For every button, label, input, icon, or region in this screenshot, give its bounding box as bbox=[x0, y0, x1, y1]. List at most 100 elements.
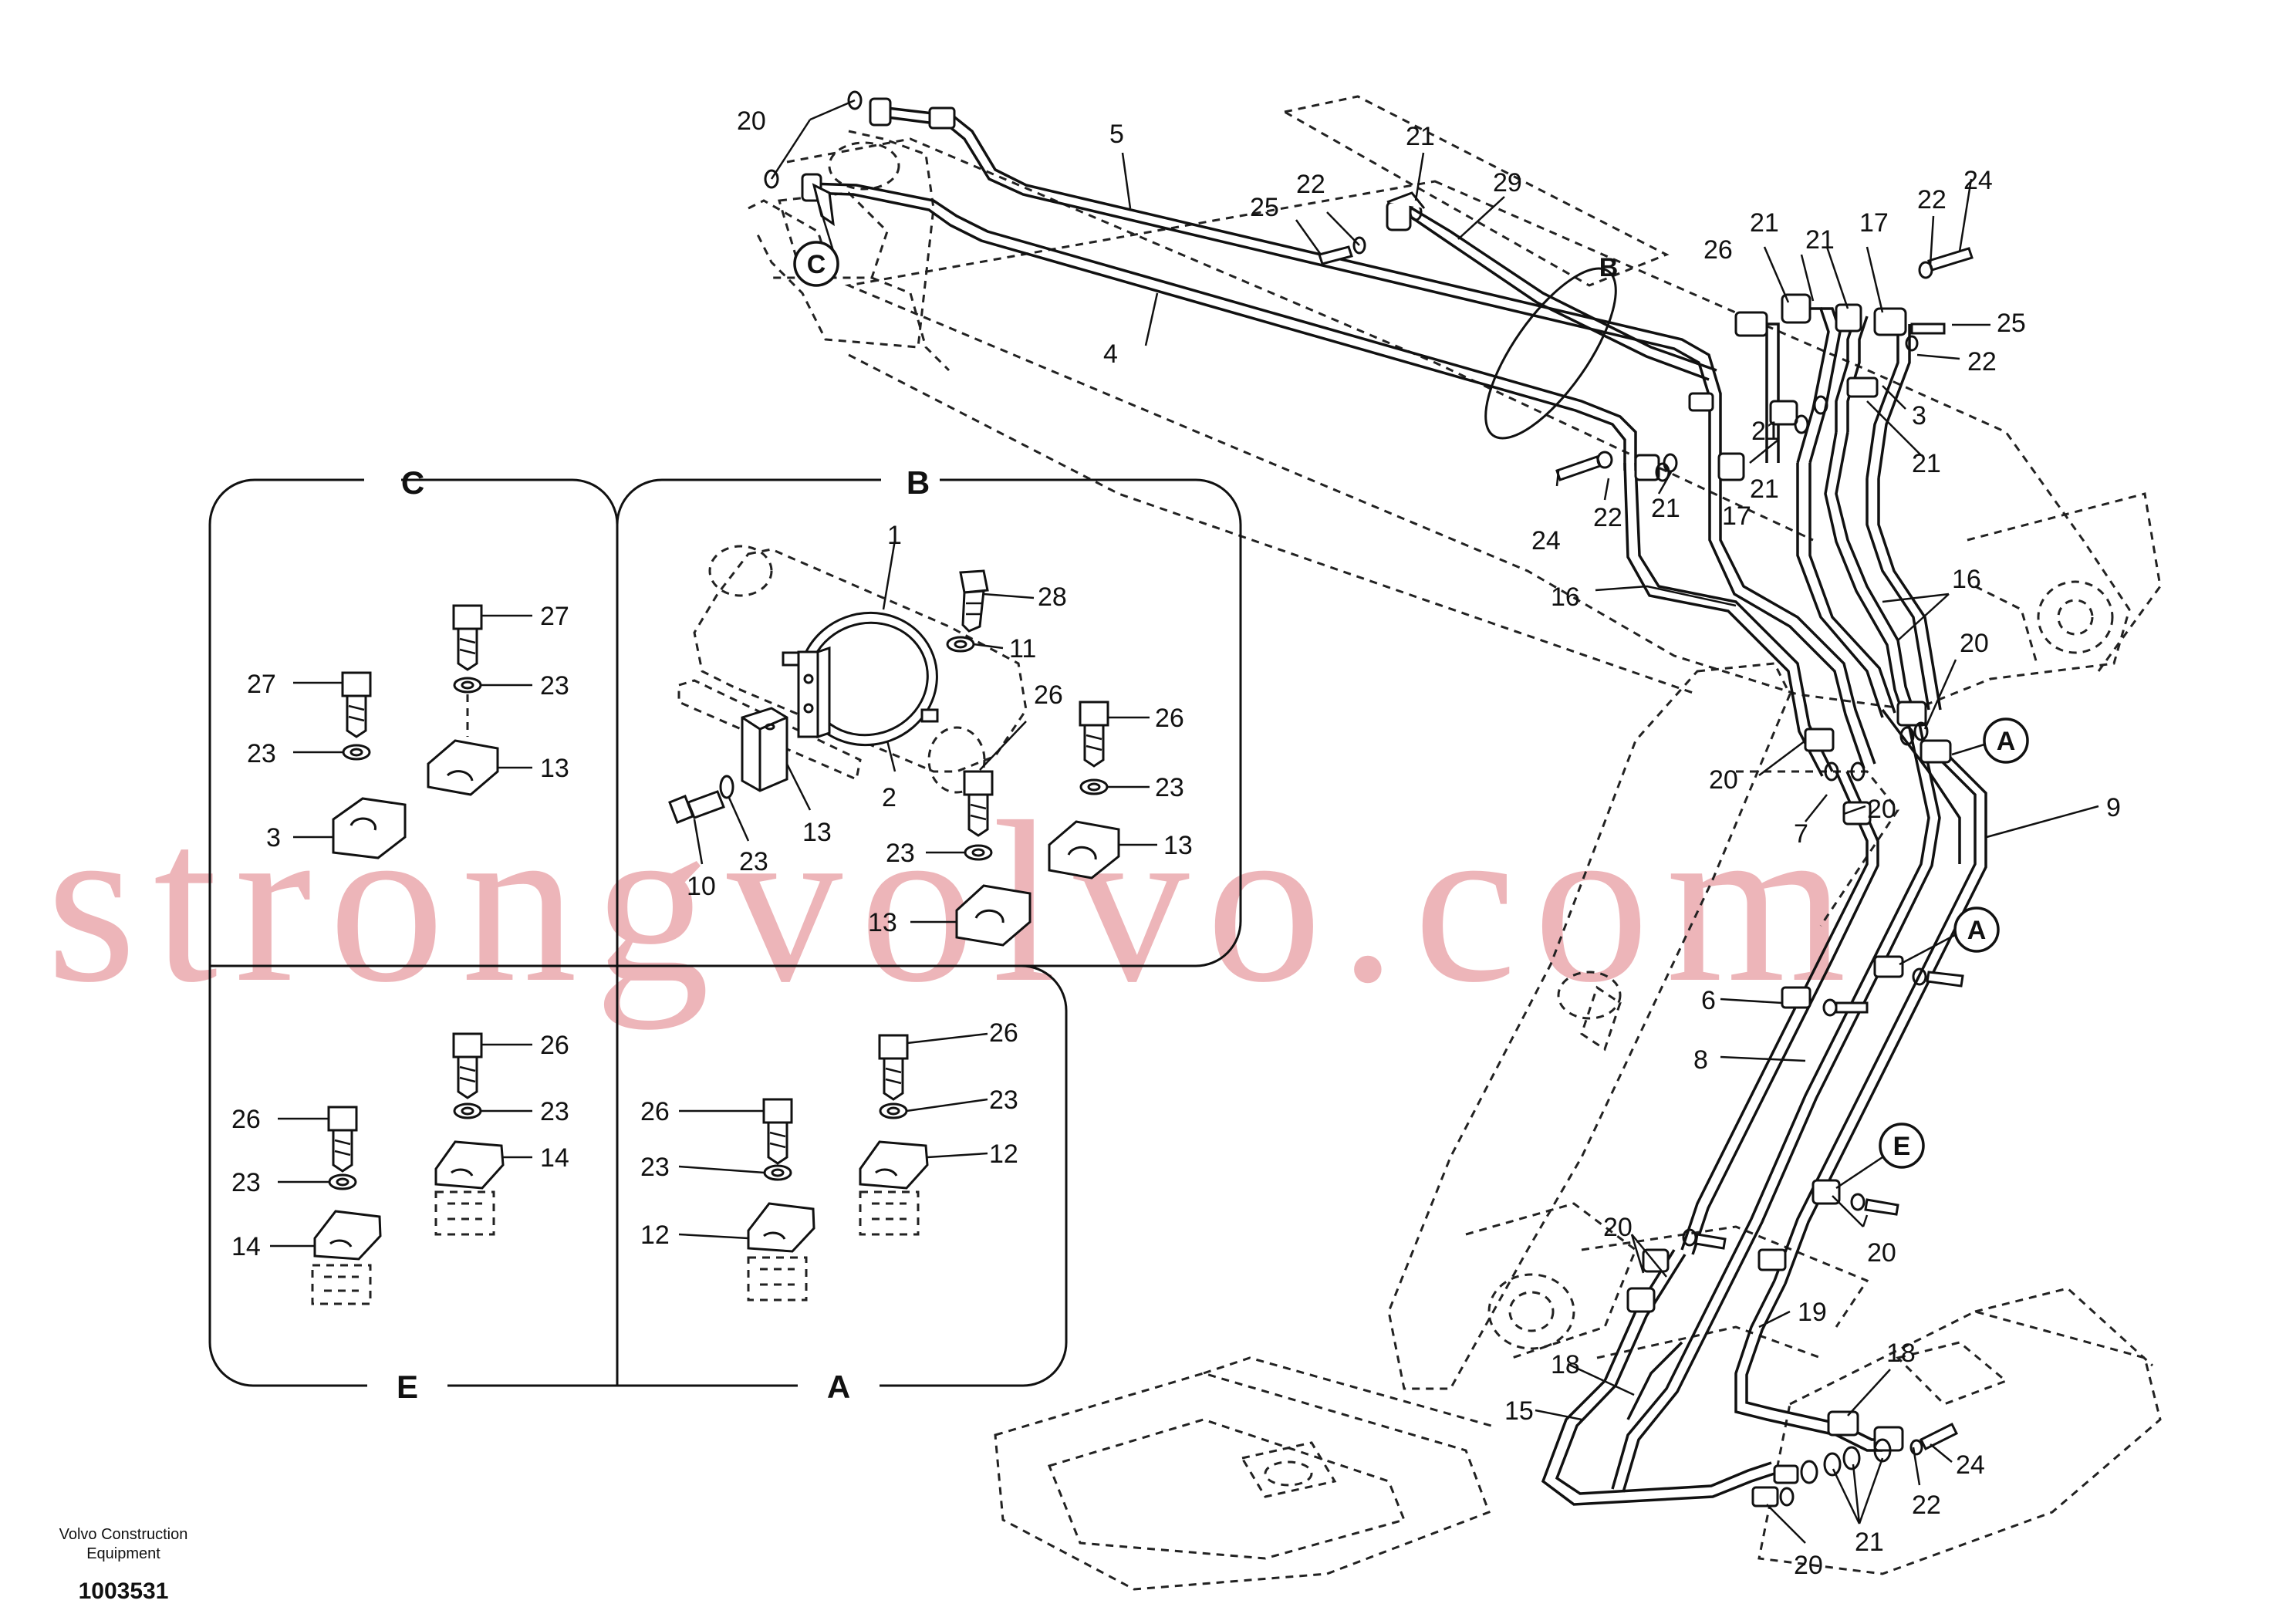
caption: Volvo Construction Equipment 1003531 bbox=[59, 1526, 188, 1604]
label-25: 25 bbox=[1997, 309, 2026, 338]
doc-number: 1003531 bbox=[79, 1578, 169, 1604]
part-number-label: 12 bbox=[640, 1221, 670, 1250]
part-number-label: 23 bbox=[231, 1168, 261, 1197]
part-number-label: A bbox=[1997, 727, 2016, 756]
part-number-label: 23 bbox=[989, 1085, 1018, 1115]
lower-hoses bbox=[1541, 1248, 1959, 1508]
label-15: 15 bbox=[1504, 1396, 1534, 1426]
part-number-label: 28 bbox=[1038, 582, 1067, 612]
machine-outline bbox=[786, 95, 2162, 1591]
label-20: 20 bbox=[1960, 629, 1989, 658]
part-number-label: 13 bbox=[540, 754, 569, 783]
part-number-label: C bbox=[807, 250, 826, 279]
label-24: 24 bbox=[1531, 526, 1561, 555]
part-number-label: 13 bbox=[868, 908, 897, 937]
panel-b-parts: 1 28 11 26 26 23 13 2 23 13 10 23 13 bbox=[668, 521, 1193, 947]
callout-b[interactable]: B bbox=[1599, 253, 1619, 282]
main-labels: 20 5 21 29 22 25 4 21 26 21 17 22 24 25 … bbox=[737, 106, 2121, 1580]
part-number-label: 23 bbox=[886, 839, 915, 868]
label-17: 17 bbox=[1722, 501, 1751, 531]
part-number-label: 23 bbox=[1155, 773, 1184, 802]
label-17: 17 bbox=[1859, 208, 1889, 238]
label-21: 21 bbox=[1751, 417, 1781, 446]
part-number-label: 12 bbox=[989, 1140, 1018, 1169]
label-24: 24 bbox=[1956, 1450, 1985, 1480]
detail-panels bbox=[208, 478, 1242, 1387]
main-leaders bbox=[770, 99, 2099, 1544]
label-21: 21 bbox=[1406, 122, 1435, 151]
label-7: 7 bbox=[1794, 819, 1808, 849]
part-number-label: 23 bbox=[640, 1153, 670, 1182]
part-number-label: 13 bbox=[802, 818, 832, 847]
part-number-label: 26 bbox=[989, 1018, 1018, 1048]
label-20: 20 bbox=[1794, 1551, 1823, 1580]
part-number-label: 23 bbox=[540, 1097, 569, 1126]
part-number-label: B bbox=[1599, 253, 1619, 282]
part-number-label: 27 bbox=[247, 670, 276, 699]
part-number-label: 23 bbox=[247, 739, 276, 768]
label-21: 21 bbox=[1750, 474, 1779, 504]
label-18: 18 bbox=[1551, 1350, 1580, 1379]
panel-b-title: B bbox=[907, 464, 930, 501]
label-20: 20 bbox=[1867, 795, 1896, 824]
panel-e-parts: 26 23 26 14 23 14 bbox=[231, 1031, 569, 1305]
label-3: 3 bbox=[1912, 401, 1926, 430]
panel-c-title: C bbox=[401, 464, 424, 501]
label-22: 22 bbox=[1917, 185, 1947, 214]
pipe-lines-4-5 bbox=[764, 90, 1722, 471]
panel-a-parts: 26 23 26 12 23 12 bbox=[640, 1018, 1018, 1302]
part-number-label: 14 bbox=[231, 1232, 261, 1261]
label-21: 21 bbox=[1805, 225, 1835, 255]
part-number-label: 14 bbox=[540, 1143, 569, 1173]
callouts: C B A A E bbox=[793, 200, 2029, 1190]
part-number-label: 26 bbox=[540, 1031, 569, 1060]
panel-a-title: A bbox=[827, 1369, 850, 1405]
upper-fittings bbox=[1318, 191, 1974, 482]
label-18: 18 bbox=[1886, 1339, 1916, 1368]
label-16: 16 bbox=[1551, 582, 1580, 612]
label-29: 29 bbox=[1493, 168, 1522, 198]
part-number-label: 23 bbox=[540, 671, 569, 701]
brand-line2: Equipment bbox=[86, 1545, 160, 1562]
panel-c-parts: 27 27 23 23 13 3 bbox=[247, 602, 569, 859]
label-22: 22 bbox=[1912, 1491, 1941, 1520]
watermark-text: strongvolvo.com bbox=[46, 774, 1863, 1031]
label-20: 20 bbox=[1867, 1238, 1896, 1268]
label-5: 5 bbox=[1109, 120, 1124, 149]
label-21: 21 bbox=[1855, 1528, 1884, 1557]
panel-titles: C B E A bbox=[397, 464, 930, 1405]
hoses-16 bbox=[1623, 307, 1942, 777]
label-6: 6 bbox=[1701, 986, 1716, 1015]
label-8: 8 bbox=[1693, 1045, 1708, 1075]
callout-a-lower[interactable]: A bbox=[1953, 907, 2000, 953]
brand-line1: Volvo Construction bbox=[59, 1526, 188, 1543]
part-number-label: 10 bbox=[687, 872, 716, 901]
callout-e[interactable]: E bbox=[1879, 1123, 1925, 1169]
label-24: 24 bbox=[1963, 166, 1993, 195]
label-20: 20 bbox=[1709, 765, 1738, 795]
detail-b-marker bbox=[1484, 267, 1617, 440]
part-number-label: 26 bbox=[1155, 704, 1184, 733]
part-number-label: 26 bbox=[1034, 680, 1063, 710]
label-19: 19 bbox=[1798, 1298, 1827, 1327]
arm-pipes bbox=[1680, 701, 1987, 1285]
callout-a-upper[interactable]: A bbox=[1983, 717, 2029, 764]
label-21: 21 bbox=[1750, 208, 1779, 238]
label-16: 16 bbox=[1952, 565, 1981, 594]
panel-e-title: E bbox=[397, 1369, 418, 1405]
label-22: 22 bbox=[1593, 503, 1622, 532]
part-number-label: 23 bbox=[739, 847, 768, 876]
label-22: 22 bbox=[1967, 347, 1997, 376]
callout-c[interactable]: C bbox=[793, 241, 839, 287]
part-number-label: 1 bbox=[887, 521, 902, 550]
label-9: 9 bbox=[2106, 793, 2121, 822]
label-21: 21 bbox=[1651, 494, 1680, 523]
part-number-label: A bbox=[1967, 916, 1987, 945]
part-number-label: 13 bbox=[1163, 831, 1193, 860]
part-number-label: 27 bbox=[540, 602, 569, 631]
part-number-label: E bbox=[1893, 1132, 1911, 1161]
part-number-label: 2 bbox=[882, 783, 896, 812]
label-26: 26 bbox=[1703, 235, 1733, 265]
